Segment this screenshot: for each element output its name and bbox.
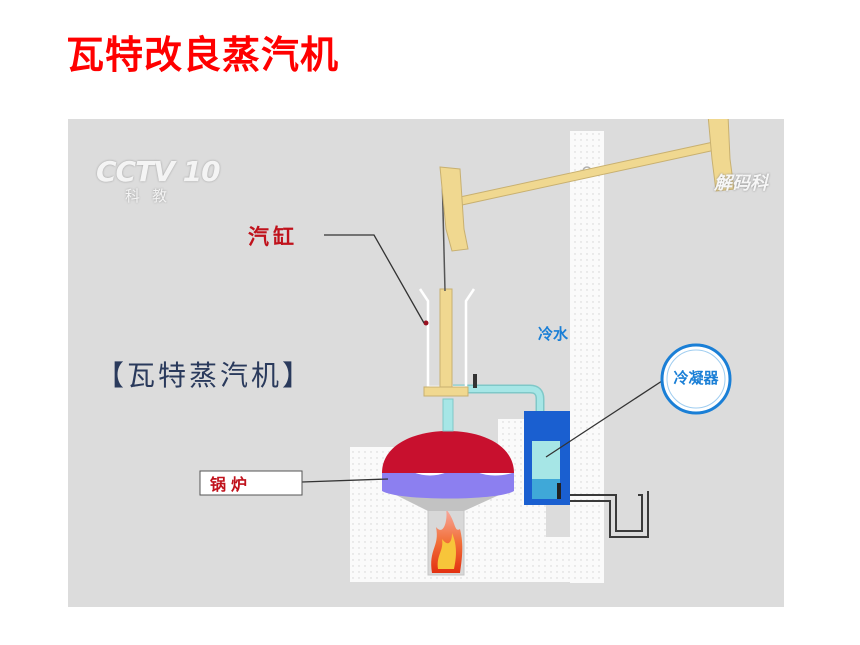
support-wall: [570, 131, 604, 583]
steam-engine-diagram: CCTV 10 科教 解码科 汽缸 锅炉 冷水 冷凝器 【瓦特蒸汽机】: [68, 119, 784, 607]
watt-engine-label: 【瓦特蒸汽机】: [96, 359, 314, 392]
boiler-label: 锅炉: [210, 475, 253, 494]
condenser-water: [532, 479, 560, 499]
cylinder-marker: [423, 320, 429, 326]
cylinder-valve: [473, 374, 477, 388]
beam-left-hook: [439, 166, 469, 252]
channel-logo: CCTV 10: [96, 155, 221, 188]
channel-sub-logo: 科教: [125, 187, 180, 205]
cylinder-label: 汽缸: [248, 225, 298, 249]
beam-right-end: [707, 119, 735, 192]
flame-core: [437, 533, 456, 569]
boiler-leader-line: [301, 478, 389, 483]
boiler-water: [382, 471, 514, 499]
steam-pipe-vertical: [442, 398, 454, 432]
diagram-drawing: [199, 119, 735, 583]
piston-rod: [439, 288, 453, 392]
condenser-valve: [557, 483, 561, 499]
outlet-pipe: [570, 494, 643, 532]
condenser-label: 冷凝器: [673, 369, 719, 387]
slide-title: 瓦特改良蒸汽机: [66, 33, 340, 77]
cold-water-label: 冷水: [538, 325, 569, 343]
boiler-label-box: [199, 470, 303, 496]
cylinder-leader-line: [324, 234, 425, 324]
watermark: 解码科: [714, 173, 768, 194]
condenser-leader-line: [545, 380, 663, 458]
piston: [423, 386, 469, 397]
boiler-dome: [382, 431, 514, 473]
condenser-badge: [660, 343, 732, 415]
